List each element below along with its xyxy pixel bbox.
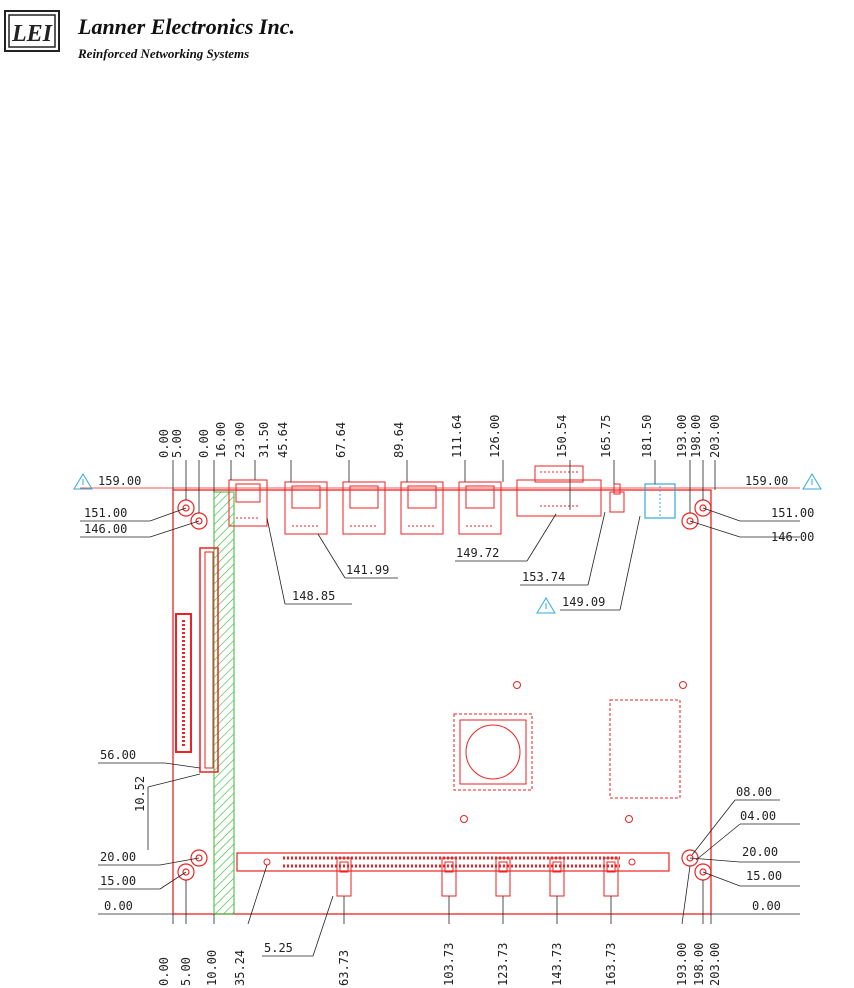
dim-left-159: 159.00: [98, 474, 141, 488]
board-outline: [172, 489, 712, 915]
dim-bottom-198: 198.00: [692, 943, 706, 986]
dim-right-15: 15.00: [746, 869, 782, 883]
dim-top-2: 0.00: [197, 429, 211, 458]
dim-left-151: 151.00: [84, 506, 127, 520]
cpu-heatsink: [453, 713, 533, 791]
dim-left-56: 56.00: [100, 748, 136, 762]
dim-bottom-0: 0.00: [157, 957, 171, 986]
dim-right-0: 0.00: [752, 899, 781, 913]
bottom-small-connectors: [336, 857, 619, 897]
dim-bottom-63-73: 63.73: [337, 950, 351, 986]
usb-connector: [644, 483, 676, 519]
dim-top-13: 181.50: [640, 415, 654, 458]
dim-top-10: 126.00: [488, 415, 502, 458]
dim-top-6: 45.64: [276, 422, 290, 458]
dim-bottom-35-24: 35.24: [233, 950, 247, 986]
company-name: Lanner Electronics Inc.: [78, 14, 295, 39]
dim-bottom-123-73: 123.73: [496, 943, 510, 986]
callout-153-74: 153.74: [522, 570, 565, 584]
dim-left-146: 146.00: [84, 522, 127, 536]
lei-logo-icon: LEI: [4, 10, 60, 52]
dim-bottom-203: 203.00: [708, 943, 722, 986]
dim-left-15: 15.00: [100, 874, 136, 888]
warning-icon: [536, 597, 556, 614]
keepout-strip: [213, 491, 235, 915]
dim-bottom-143-73: 143.73: [550, 943, 564, 986]
left-pin-header: [175, 613, 192, 753]
dim-bottom-193: 193.00: [675, 943, 689, 986]
dim-top-9: 111.64: [450, 415, 464, 458]
dim-top-7: 67.64: [334, 422, 348, 458]
dim-top-5: 31.50: [257, 422, 271, 458]
company-logo: LEI Lanner Electronics Inc. Reinforced N…: [0, 0, 360, 66]
mount-hole-inner: [699, 868, 707, 876]
callout-149-72: 149.72: [456, 546, 499, 560]
top-io-connectors: [228, 465, 625, 535]
dim-right-20: 20.00: [742, 845, 778, 859]
dim-right-04: 04.00: [740, 809, 776, 823]
dim-top-14: 193.00: [675, 415, 689, 458]
dim-bottom-10: 10.00: [205, 950, 219, 986]
dim-bottom-163-73: 163.73: [604, 943, 618, 986]
dim-right-151: 151.00: [771, 506, 814, 520]
warning-icon: [802, 473, 822, 490]
dim-bottom-103-73: 103.73: [442, 943, 456, 986]
mount-hole-inner: [182, 868, 190, 876]
dim-left-10-52: 10.52: [133, 776, 147, 812]
mount-hole-inner: [699, 504, 707, 512]
dim-top-15: 198.00: [689, 415, 703, 458]
dim-top-1: 5.00: [170, 429, 184, 458]
dim-top-4: 23.00: [233, 422, 247, 458]
mount-hole-inner: [195, 854, 203, 862]
mount-hole-inner: [195, 517, 203, 525]
dim-top-11: 150.54: [555, 415, 569, 458]
dim-right-159: 159.00: [745, 474, 788, 488]
dim-bottom-5: 5.00: [179, 957, 193, 986]
mount-hole-inner: [686, 517, 694, 525]
dim-top-3: 16.00: [214, 422, 228, 458]
callout-141-99: 141.99: [346, 563, 389, 577]
dim-right-146: 146.00: [771, 530, 814, 544]
dim-bottom-5-25: 5.25: [264, 941, 293, 955]
dim-top-16: 203.00: [708, 415, 722, 458]
dim-left-0: 0.00: [104, 899, 133, 913]
dim-top-12: 165.75: [599, 415, 613, 458]
dim-right-08: 08.00: [736, 785, 772, 799]
company-tagline: Reinforced Networking Systems: [78, 46, 250, 61]
mount-hole-inner: [182, 504, 190, 512]
chipset-area: [609, 699, 681, 799]
svg-text:LEI: LEI: [11, 21, 54, 47]
dim-top-8: 89.64: [392, 422, 406, 458]
callout-149-09: 149.09: [562, 595, 605, 609]
warning-icon: [73, 473, 93, 490]
mount-hole: [190, 849, 208, 867]
callout-148-85: 148.85: [292, 589, 335, 603]
dim-top-0: 0.00: [157, 429, 171, 458]
left-slot-connector: [199, 547, 219, 773]
dim-left-20: 20.00: [100, 850, 136, 864]
